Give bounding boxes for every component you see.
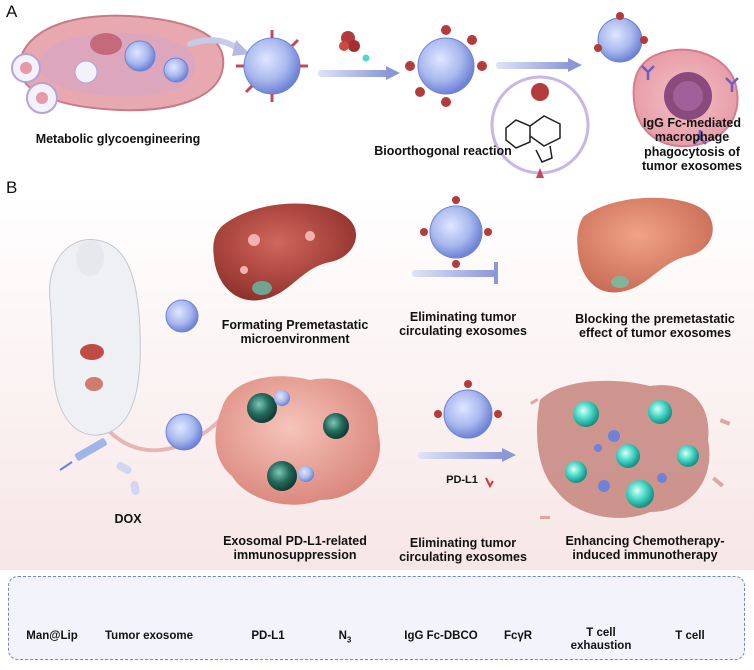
legend-label-exhausted-t-cell: T cell exhaustion: [570, 627, 632, 652]
legend-label-t-cell: T cell: [675, 630, 705, 642]
legend-label-igg-fc-dbco: IgG Fc-DBCO: [404, 630, 478, 642]
step1-label: Metabolic glycoengineering: [35, 132, 201, 146]
legend-box: [8, 576, 745, 660]
legend-label-tumor-exosome: Tumor exosome: [105, 630, 193, 642]
exosome-a2: [405, 25, 487, 107]
exosome-b1: [165, 299, 199, 333]
healthy-liver: [577, 197, 713, 293]
exosome-b4-with-igg: [434, 380, 502, 439]
top-left-label: Formating Premetastatic microenvironment: [221, 318, 369, 347]
exosome-b3: [165, 413, 203, 451]
exosome-a3: [594, 12, 648, 63]
step2-label: Bioorthogonal reaction: [374, 144, 512, 158]
bottom-right-label: Enhancing Chemotherapy- induced immunoth…: [565, 534, 725, 563]
glycoengineering-cell: [18, 14, 225, 112]
treatment-arrow: [418, 452, 504, 459]
step3-label: IgG Fc-mediated macrophage phagocytosis …: [641, 116, 743, 174]
macrophage-cell: [632, 48, 739, 148]
legend-label-pd-l1: PD-L1: [251, 630, 285, 642]
mouse-figure: [49, 239, 222, 453]
top-right-label: Blocking the premetastatic effect of tum…: [575, 312, 735, 341]
syringe-and-pills: [59, 438, 140, 495]
pd-l1-down-arrow: [485, 477, 494, 489]
bottom-mid-label: Eliminating tumor circulating exosomes: [399, 536, 527, 565]
exosome-b2-with-igg: [420, 196, 492, 268]
bottom-left-label: Exosomal PD-L1-related immunosuppression: [223, 534, 367, 563]
panel-a-letter: A: [6, 2, 18, 21]
arrow-a2: [318, 70, 388, 77]
disrupted-tumor: [530, 380, 731, 519]
legend-label-azide: N3: [338, 630, 352, 645]
bioorthogonal-zoom-bubble: [490, 75, 590, 178]
tumor-mass: [215, 376, 381, 505]
panel-b-letter: B: [6, 178, 18, 197]
inhibition-arrow: [412, 270, 496, 277]
exosome-a1: [236, 30, 308, 102]
arrow-a3: [496, 62, 570, 69]
metastatic-liver: [213, 203, 357, 301]
pd-l1-tag: PD-L1: [446, 474, 478, 486]
drug-label: DOX: [114, 512, 142, 526]
man-lip-particles: [11, 53, 58, 114]
top-mid-label: Eliminating tumor circulating exosomes: [399, 310, 527, 339]
igg-fc-dbco-molecule: [339, 31, 370, 62]
legend-label-fcgr: FcγR: [503, 630, 533, 642]
legend-label-man-lip: Man@Lip: [26, 630, 78, 642]
